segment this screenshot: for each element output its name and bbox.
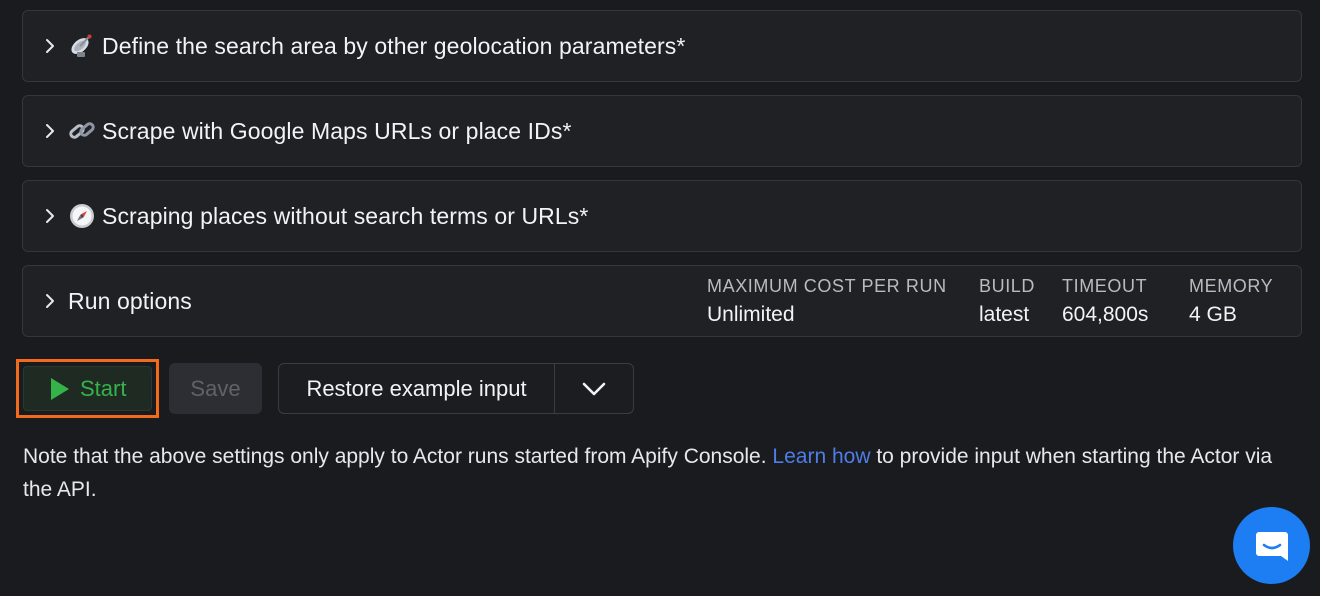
timeout-label: TIMEOUT <box>1062 276 1148 296</box>
play-icon <box>51 377 69 400</box>
timeout-value: 604,800s <box>1062 303 1149 326</box>
section-google-maps-urls[interactable]: Scrape with Google Maps URLs or place ID… <box>22 95 1302 167</box>
input-note: Note that the above settings only apply … <box>23 440 1303 506</box>
memory-label: MEMORY <box>1189 276 1274 296</box>
restore-example-input-group: Restore example input <box>278 363 634 414</box>
section-geolocation[interactable]: Define the search area by other geolocat… <box>22 10 1302 82</box>
link-icon <box>69 122 95 139</box>
learn-how-link[interactable]: Learn how <box>772 445 871 468</box>
memory-field: MEMORY 4 GB <box>1189 274 1273 328</box>
memory-value: 4 GB <box>1189 303 1237 326</box>
section-title: Scrape with Google Maps URLs or place ID… <box>102 117 572 144</box>
section-title: Define the search area by other geolocat… <box>102 32 686 59</box>
run-options-title: Run options <box>68 287 192 314</box>
section-run-options[interactable]: Run options MAXIMUM COST PER RUN Unlimit… <box>22 265 1302 337</box>
start-button-highlight: Start <box>16 359 159 418</box>
chat-icon <box>1255 531 1288 561</box>
section-without-search-terms[interactable]: Scraping places without search terms or … <box>22 180 1302 252</box>
start-button[interactable]: Start <box>23 366 152 411</box>
start-button-label: Start <box>80 375 127 401</box>
timeout-field: TIMEOUT 604,800s <box>1062 274 1148 328</box>
chevron-right-icon <box>40 121 60 141</box>
satellite-antenna-icon <box>71 34 92 57</box>
save-button[interactable]: Save <box>169 363 262 414</box>
build-field: BUILD latest <box>979 274 1035 328</box>
compass-icon <box>70 204 94 228</box>
chevron-right-icon <box>40 206 60 226</box>
restore-example-input-button[interactable]: Restore example input <box>279 364 555 413</box>
max-cost-label: MAXIMUM COST PER RUN <box>707 276 947 296</box>
note-text-after: to provide input when starting the Actor… <box>23 445 1273 501</box>
chevron-right-icon <box>40 291 60 311</box>
build-label: BUILD <box>979 276 1036 296</box>
chat-launcher-button[interactable] <box>1233 507 1310 584</box>
section-title: Scraping places without search terms or … <box>102 202 589 229</box>
restore-dropdown-toggle[interactable] <box>555 364 633 413</box>
max-cost-field: MAXIMUM COST PER RUN Unlimited <box>707 274 947 328</box>
note-text-before: Note that the above settings only apply … <box>23 445 773 468</box>
max-cost-value: Unlimited <box>707 303 795 326</box>
build-value: latest <box>979 303 1030 326</box>
chevron-right-icon <box>40 36 60 56</box>
chevron-down-icon <box>582 382 606 395</box>
